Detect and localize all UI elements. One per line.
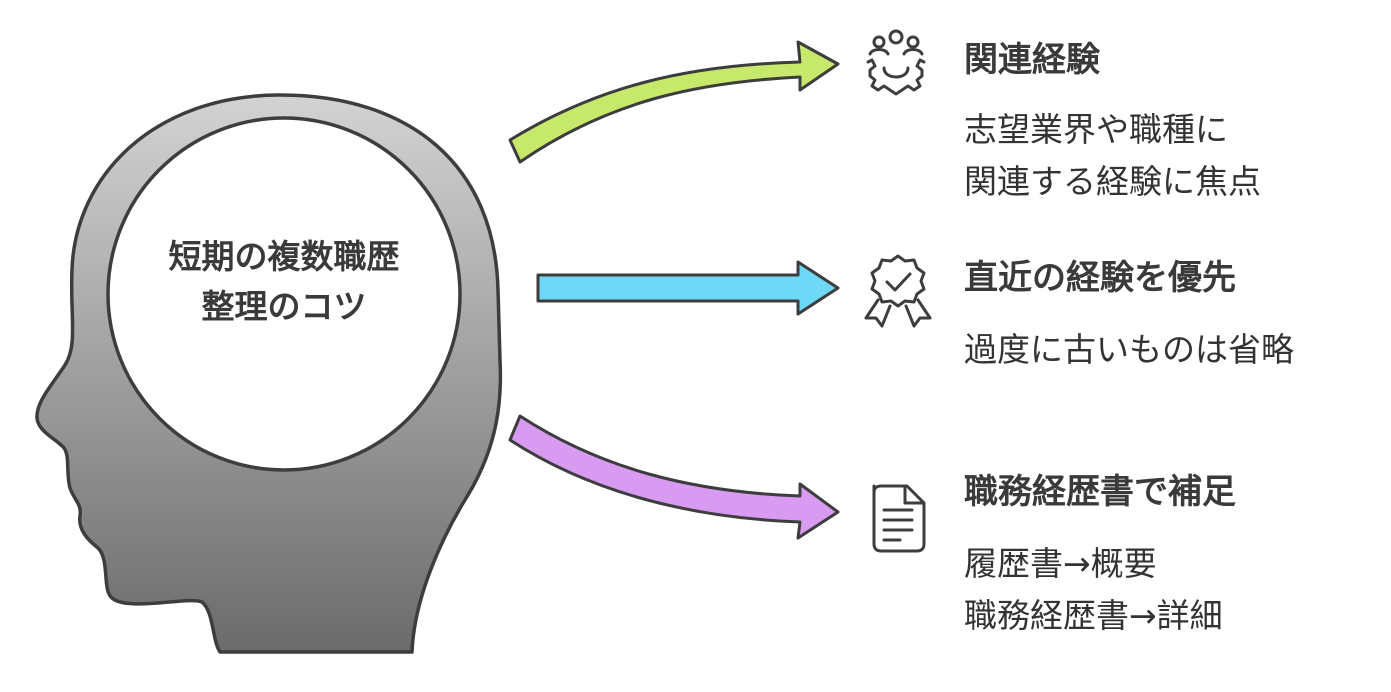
item-desc-recent-experience: 過度に古いものは省略 — [964, 324, 1294, 376]
item-desc-related-experience: 志望業界や職種に 関連する経験に焦点 — [964, 104, 1261, 208]
item-title-supplement-document: 職務経歴書で補足 — [964, 472, 1236, 512]
center-title: 短期の複数職歴 整理のコツ — [108, 232, 460, 332]
item-title-related-experience: 関連経験 — [964, 40, 1100, 80]
center-title-line1: 短期の複数職歴 — [168, 237, 400, 276]
item-desc-line: 履歴書→概要 — [964, 544, 1157, 583]
item-desc-line: 志望業界や職種に — [964, 110, 1228, 149]
arrow-related-experience — [508, 40, 840, 164]
item-title-recent-experience: 直近の経験を優先 — [964, 258, 1236, 298]
item-desc-line: 職務経歴書→詳細 — [964, 596, 1223, 635]
item-desc-line: 関連する経験に焦点 — [964, 162, 1261, 201]
thought-circle — [106, 116, 462, 472]
item-desc-supplement-document: 履歴書→概要 職務経歴書→詳細 — [964, 538, 1223, 642]
arrow-recent-experience — [536, 260, 840, 316]
item-desc-line: 過度に古いものは省略 — [964, 330, 1294, 369]
arrow-supplement-document — [508, 414, 840, 540]
center-title-line2: 整理のコツ — [201, 287, 367, 326]
gear-people-icon — [866, 29, 926, 96]
document-icon — [872, 484, 926, 553]
award-badge-icon — [864, 254, 932, 328]
